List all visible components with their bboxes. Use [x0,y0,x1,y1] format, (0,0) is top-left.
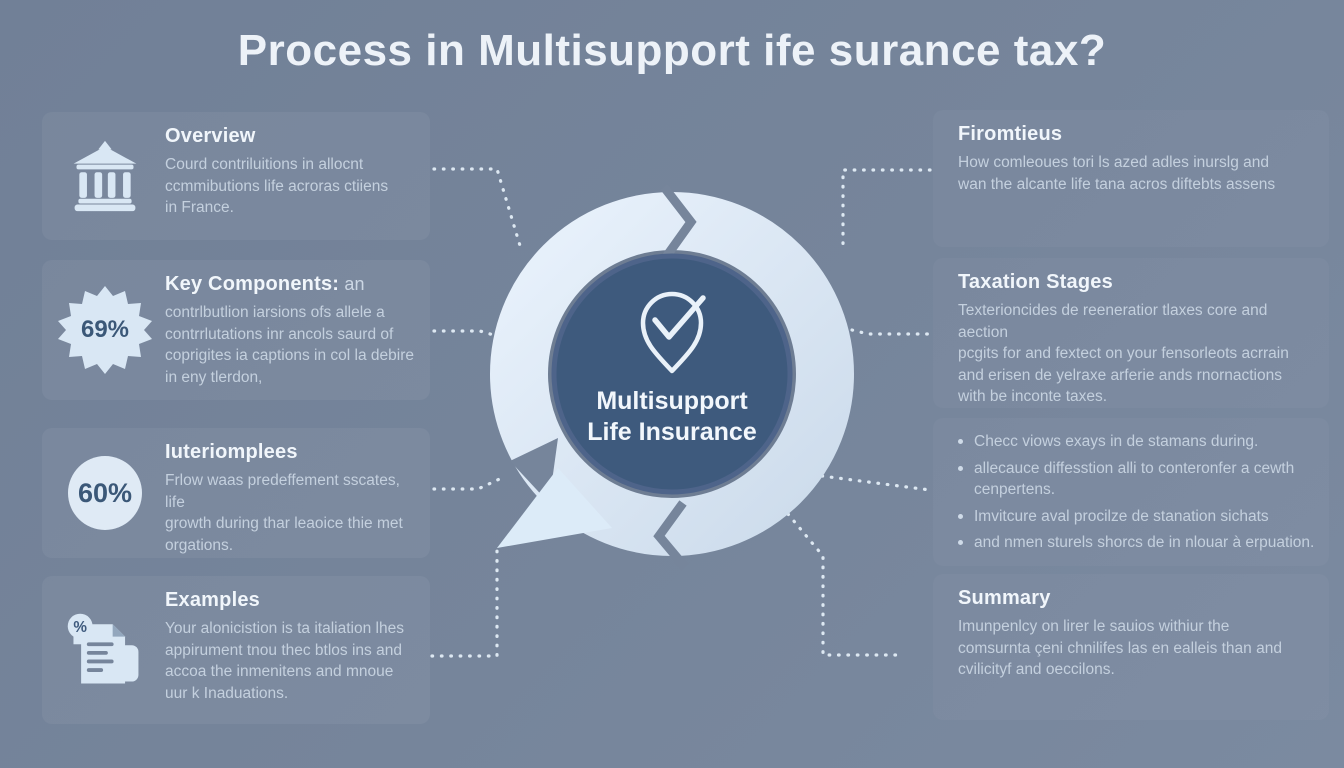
svg-text:%: % [73,619,87,636]
center-label: Multisupport Life Insurance [512,386,832,448]
center-label-line2: Life Insurance [587,418,757,446]
section-body: How comleoues tori ls azed adles inurslg… [958,154,1276,193]
section-heading: Summary [958,587,1051,609]
section-heading: Examples [165,589,260,611]
bank-icon [62,138,148,214]
list-item: allecauce diffesstion alli to conteronfe… [958,458,1315,501]
center-halo [526,228,818,520]
section-heading: Iuteriomplees [165,441,298,463]
list-item: Checc viows exays in de stamans during. [958,431,1315,453]
percent-starburst-icon: 69% [58,283,152,377]
bullet-dot-icon [958,540,963,545]
section-checklist: Checc viows exays in de stamans during. … [933,418,1329,566]
dashed-connector-overview [432,167,523,251]
center-circle [551,253,793,495]
section-iuteriomplees: 60% Iuteriomplees Frlow waas predeffemen… [42,428,430,558]
ring-arrow-top-icon [660,184,697,260]
section-body: Your alonicistion is ta italiation lhes … [165,620,404,702]
list-item: and nmen sturels shorcs de in nlouar à e… [958,532,1315,554]
cycle-ring [490,192,854,556]
list-item: Imvitcure aval procilze de stanation sic… [958,506,1315,528]
percent-badge: 69% [80,316,130,343]
section-taxation-stages: Taxation Stages Texterioncides de reener… [933,258,1329,408]
document-icon: % [62,607,148,693]
dashed-connector-examples [430,547,499,658]
dashed-connector-iuteriomplees [432,474,508,491]
section-key-components: 69% Key Components: an contrlbutlion iar… [42,260,430,400]
section-examples: % Examples Your alonicistion is ta itali… [42,576,430,724]
section-heading: Firomtieus [958,123,1063,145]
percent-badge: 60% [68,456,142,530]
section-overview: Overview Courd contriluitions in allocnt… [42,112,430,240]
bullet-dot-icon [958,465,963,471]
percent-circle-icon: 60% [62,456,148,530]
ring-arrow-bottom-icon [653,500,689,570]
dashed-connector-firomtieus [841,168,932,249]
section-summary: Summary Imunpenlcy on lirer le sauios wi… [933,574,1329,720]
section-heading: Taxation Stages [958,271,1113,293]
section-heading: Overview [165,125,256,147]
heading-suffix: an [339,274,365,294]
section-body: Courd contriluitions in allocnt ccmmibut… [165,156,389,216]
section-body: Imunpenlcy on lirer le sauios withiur th… [958,618,1282,678]
section-heading: Key Components: an [165,273,365,295]
checklist: Checc viows exays in de stamans during. … [958,431,1315,554]
dashed-connector-checklist [820,474,932,492]
speech-tail [497,468,612,548]
bullet-dot-icon [958,513,963,519]
dashed-connector-taxation [850,328,932,336]
dashed-connector-key-components [432,329,499,338]
bullet-dot-icon [958,439,963,444]
dashed-connector-summary [786,512,902,657]
section-body: contrlbutlion iarsions ofs allele a cont… [165,304,414,386]
section-body: Texterioncides de reeneratior tlaxes cor… [958,302,1289,405]
section-firomtieus: Firomtieus How comleoues tori ls azed ad… [933,110,1329,247]
page-title: Process in Multisupport ife surance tax? [237,26,1107,75]
center-label-line1: Multisupport [596,387,748,415]
section-body: Frlow waas predeffement sscates, life gr… [165,472,403,554]
check-pin-icon [640,291,706,374]
